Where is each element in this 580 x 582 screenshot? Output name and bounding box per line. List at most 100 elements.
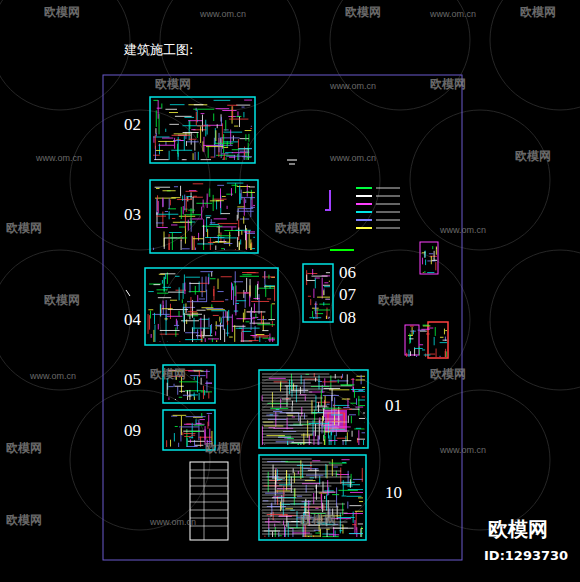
drawing-stroke <box>225 311 226 317</box>
drawing-stroke <box>235 305 236 313</box>
drawing-stroke <box>298 412 299 421</box>
drawing-stroke <box>178 443 179 447</box>
drawing-stroke <box>337 438 347 439</box>
drawing-stroke <box>326 272 330 273</box>
drawing-stroke <box>274 287 275 302</box>
drawing-stroke <box>169 243 170 250</box>
drawing-stroke <box>192 328 210 329</box>
drawing-stroke <box>213 242 229 243</box>
drawing-stroke <box>315 508 318 509</box>
drawing-stroke <box>196 335 212 336</box>
drawing-stroke <box>262 330 268 331</box>
drawing-stroke <box>324 282 328 283</box>
drawing-stroke <box>223 132 242 133</box>
drawing-stroke <box>268 529 269 537</box>
text-line <box>262 531 316 532</box>
text-line <box>262 468 310 469</box>
drawing-stroke <box>333 426 350 427</box>
drawing-stroke <box>219 133 220 152</box>
drawing-stroke <box>159 114 160 135</box>
drawing-stroke <box>250 312 251 317</box>
text-line <box>262 437 310 438</box>
drawing-stroke <box>327 465 328 478</box>
drawing-stroke <box>363 440 364 445</box>
drawing-stroke <box>185 390 204 391</box>
drawing-stroke <box>158 214 178 215</box>
drawing-stroke <box>229 337 233 338</box>
drawing-stroke <box>179 397 182 398</box>
drawing-stroke <box>267 298 271 299</box>
drawing-stroke <box>244 309 245 320</box>
drawing-stroke <box>353 479 363 480</box>
drawing-stroke <box>312 276 328 277</box>
drawing-stroke <box>169 232 181 233</box>
drawing-stroke <box>282 399 291 400</box>
drawing-stroke <box>330 375 331 389</box>
drawing-stroke <box>191 132 192 144</box>
drawing-stroke <box>287 415 293 416</box>
drawing-stroke <box>362 432 365 433</box>
text-line <box>262 528 348 529</box>
drawing-stroke <box>329 435 330 445</box>
drawing-stroke <box>362 387 365 388</box>
drawing-stroke <box>324 439 325 445</box>
drawing-stroke <box>326 316 327 319</box>
drawing-stroke <box>148 314 149 334</box>
text-line <box>262 534 312 535</box>
drawing-stroke <box>351 416 352 423</box>
drawing-stroke <box>350 479 351 488</box>
drawing-stroke <box>308 470 319 471</box>
drawing-stroke <box>245 199 246 203</box>
drawing-stroke <box>349 505 361 506</box>
drawing-stroke <box>203 225 204 245</box>
drawing-stroke <box>201 159 211 160</box>
drawing-stroke <box>309 317 321 318</box>
drawing-stroke <box>351 389 365 390</box>
watermark-url: www.om.cn <box>430 10 476 20</box>
drawing-stroke <box>157 289 168 290</box>
drawing-stroke <box>188 210 195 211</box>
legend-line <box>376 212 400 213</box>
drawing-stroke <box>218 291 224 292</box>
drawing-stroke <box>150 311 151 319</box>
drawing-title: 建筑施工图: <box>124 43 193 57</box>
drawing-stroke <box>225 120 226 131</box>
drawing-stroke <box>171 224 177 225</box>
drawing-stroke <box>359 405 365 406</box>
drawing-stroke <box>243 112 244 117</box>
drawing-stroke <box>189 121 190 141</box>
drawing-stroke <box>328 317 329 319</box>
text-line <box>262 431 349 432</box>
drawing-stroke <box>205 215 211 216</box>
drawing-stroke <box>243 192 255 193</box>
drawing-stroke <box>173 222 192 223</box>
drawing-stroke <box>192 197 203 198</box>
drawing-stroke <box>232 106 233 118</box>
sheet-number: 07 <box>339 286 356 305</box>
drawing-stroke <box>300 460 301 479</box>
drawing-stroke <box>222 196 226 197</box>
drawing-stroke <box>156 216 166 217</box>
drawing-stroke <box>167 316 182 317</box>
drawing-stroke <box>231 188 232 196</box>
drawing-stroke <box>168 386 173 387</box>
drawing-stroke <box>160 305 161 317</box>
drawing-stroke <box>332 459 333 476</box>
sheet-number: 02 <box>124 116 141 135</box>
drawing-stroke <box>165 129 166 132</box>
drawing-stroke <box>270 286 271 289</box>
drawing-stroke <box>268 339 275 340</box>
text-line <box>262 459 312 460</box>
drawing-stroke <box>250 335 257 336</box>
drawing-stroke <box>327 529 328 537</box>
drawing-stroke <box>174 433 175 441</box>
drawing-stroke <box>243 290 244 298</box>
drawing-stroke <box>207 413 212 414</box>
drawing-stroke <box>356 527 357 537</box>
drawing-stroke <box>201 331 202 342</box>
watermark-url: www.om.cn <box>440 446 486 456</box>
drawing-stroke <box>236 300 246 301</box>
drawing-stroke <box>191 192 192 199</box>
drawing-stroke <box>302 464 303 478</box>
drawing-stroke <box>194 236 195 250</box>
